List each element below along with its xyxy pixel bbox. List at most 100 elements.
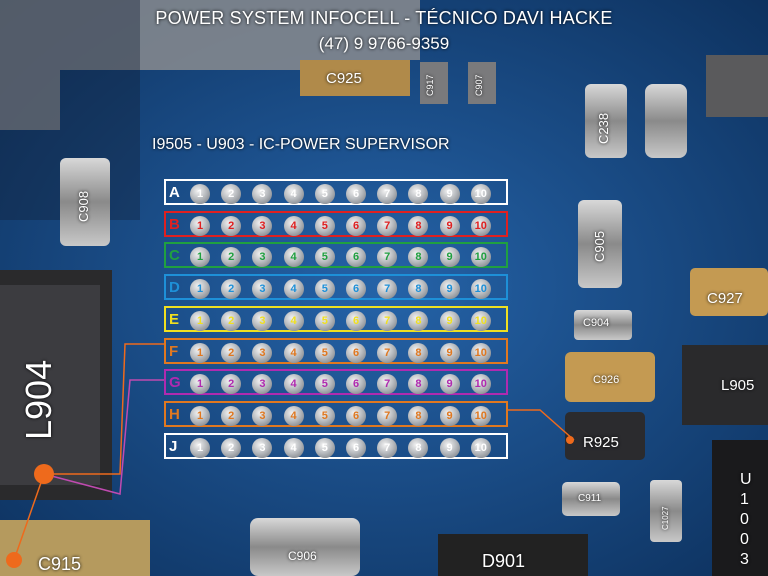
- pin-ball: 9: [439, 310, 460, 331]
- pin-ball: 7: [377, 247, 398, 268]
- label-c908: C908: [76, 190, 91, 222]
- pin-ball: 8: [408, 184, 429, 204]
- pin-ball: 5: [314, 215, 335, 236]
- pin-ball: 4: [283, 184, 304, 204]
- pin-ball: 9: [439, 342, 460, 363]
- pin-ball: 5: [314, 342, 335, 363]
- pin-ball: 5: [314, 374, 335, 395]
- label-c911: C911: [578, 493, 602, 504]
- pin-ball: 8: [408, 342, 429, 363]
- pin-ball: 6: [346, 310, 366, 331]
- pin-ball: 10: [470, 374, 491, 395]
- pin-ball: 3: [252, 405, 273, 426]
- pin-ball: 6: [346, 342, 366, 363]
- pin-ball: 6: [346, 374, 366, 395]
- pin-ball: 9: [439, 437, 460, 458]
- pin-ball: 1: [190, 310, 210, 331]
- pin-ball: 2: [221, 437, 242, 458]
- pin-ball: 10: [470, 247, 491, 268]
- pin-ball: 8: [408, 374, 429, 395]
- pin-ball: 5: [314, 184, 335, 204]
- pin-ball: 4: [283, 247, 304, 268]
- label-l905: L905: [721, 377, 755, 394]
- pin-ball: 8: [408, 279, 429, 300]
- pin-ball: 4: [283, 437, 304, 458]
- label-c926: C926: [593, 374, 620, 386]
- pin-ball: 6: [346, 279, 366, 300]
- label-c238: C238: [596, 112, 611, 144]
- pin-ball: 9: [439, 374, 460, 395]
- pin-ball: 7: [377, 437, 398, 458]
- pin-ball: 10: [470, 279, 491, 300]
- pin-ball: 2: [221, 374, 242, 395]
- pin-ball: 10: [470, 342, 491, 363]
- pin-ball: 1: [190, 342, 210, 363]
- pin-ball: 3: [252, 437, 273, 458]
- row-label: G: [169, 374, 181, 392]
- pin-ball: 9: [439, 279, 460, 300]
- pin-ball: 3: [252, 374, 273, 395]
- row-label: D: [169, 279, 180, 297]
- pin-ball: 2: [221, 184, 242, 204]
- pin-ball: 3: [252, 310, 273, 331]
- pin-ball: 4: [283, 215, 304, 236]
- pin-ball: 1: [190, 374, 210, 395]
- pin-ball: 3: [252, 184, 273, 204]
- row-label: J: [169, 437, 178, 455]
- pin-ball: 10: [470, 184, 491, 204]
- pin-ball: 7: [377, 342, 398, 363]
- row-label: A: [169, 184, 180, 201]
- pin-ball: 4: [283, 405, 304, 426]
- pin-ball: 9: [439, 215, 460, 236]
- pin-ball: 9: [439, 247, 460, 268]
- pin-ball: 10: [470, 437, 491, 458]
- pin-ball: 2: [221, 215, 242, 236]
- pin-ball: 9: [439, 405, 460, 426]
- pin-ball: 7: [377, 374, 398, 395]
- row-label: B: [169, 215, 180, 233]
- pin-ball: 4: [283, 310, 304, 331]
- row-label: E: [169, 310, 180, 328]
- label-c906: C906: [288, 549, 317, 563]
- pin-ball: 10: [470, 215, 491, 236]
- c915-marker: [6, 552, 22, 568]
- pin-ball: 2: [221, 310, 242, 331]
- row-label: C: [169, 247, 180, 265]
- label-c907: C907: [474, 74, 484, 96]
- pin-ball: 7: [377, 184, 398, 204]
- pin-ball: 1: [190, 279, 210, 300]
- header-phone: (47) 9 9766-9359: [318, 34, 450, 53]
- pin-ball: 8: [408, 405, 429, 426]
- pin-ball: 6: [346, 437, 366, 458]
- label-c927: C927: [707, 290, 743, 307]
- pin-ball: 1: [190, 405, 210, 426]
- pin-ball: 2: [221, 342, 242, 363]
- label-r925: R925: [583, 434, 619, 451]
- pin-ball: 10: [470, 405, 491, 426]
- pin-ball: 4: [283, 279, 304, 300]
- label-l904: L904: [18, 359, 59, 440]
- r925-marker: [566, 436, 574, 444]
- pin-ball: 6: [346, 405, 366, 426]
- pin-ball: 8: [408, 437, 429, 458]
- ic-title: I9505 - U903 - IC-POWER SUPERVISOR: [152, 136, 450, 153]
- pin-ball: 10: [470, 310, 491, 331]
- pin-ball: 5: [314, 310, 335, 331]
- label-c917: C917: [425, 74, 435, 96]
- label-u1003: U 1 0 0 3: [740, 471, 752, 568]
- pin-ball: 5: [314, 279, 335, 300]
- pin-ball: 3: [252, 342, 273, 363]
- pin-ball: 9: [439, 184, 460, 204]
- pin-ball: 7: [377, 310, 398, 331]
- pin-ball: 4: [283, 374, 304, 395]
